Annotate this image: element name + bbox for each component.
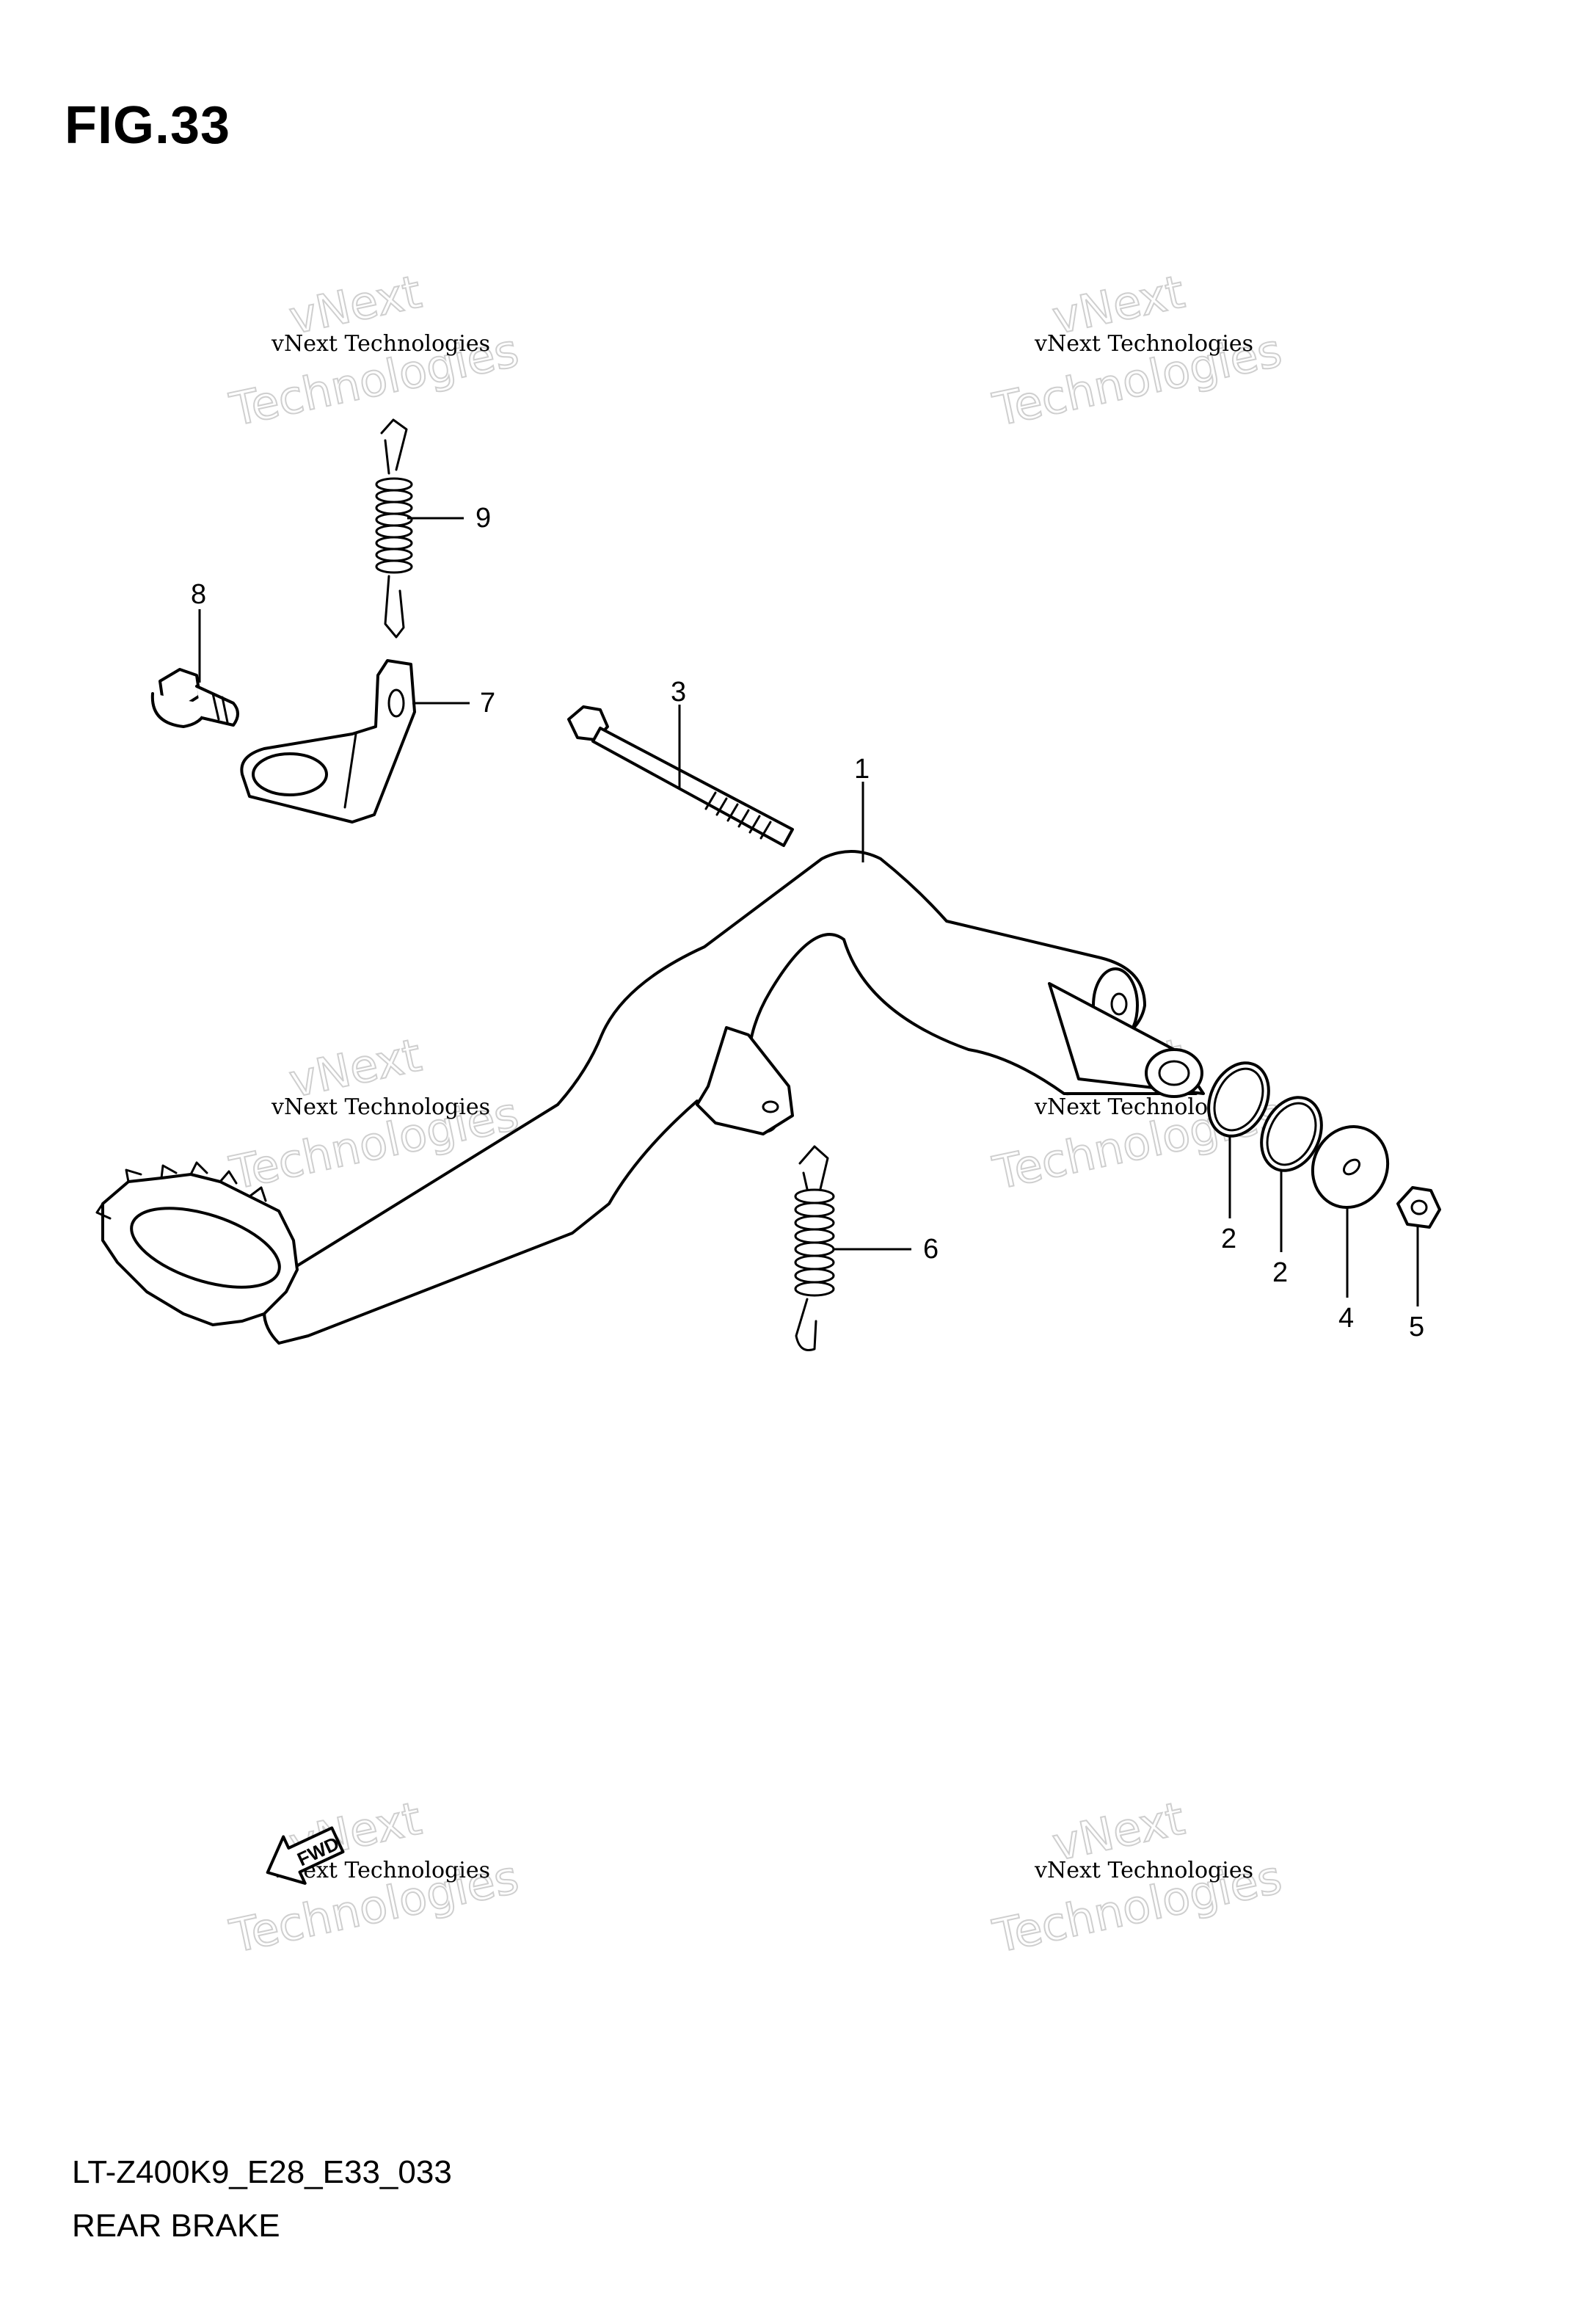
- watermark-bottom-left: Technologies vNext vNext Technologies: [225, 1791, 524, 1964]
- callout-3: 3: [671, 677, 686, 708]
- callout-2-b: 2: [1272, 1257, 1288, 1288]
- o-ring-part-2-a: [1207, 1061, 1270, 1138]
- svg-text:vNext Technologies: vNext Technologies: [1034, 1858, 1253, 1883]
- brake-pedal-part-1: [95, 850, 1205, 1345]
- callout-8: 8: [191, 579, 206, 610]
- callout-1: 1: [854, 754, 870, 785]
- callout-9: 9: [475, 503, 491, 534]
- callout-5: 5: [1409, 1312, 1424, 1342]
- spring-part-6: [794, 1145, 835, 1351]
- watermark-bottom-right: Technologies vNext vNext Technologies: [988, 1791, 1287, 1964]
- watermark-top-left: Technologies vNext vNext Technologies: [225, 264, 524, 437]
- o-ring-part-2-b: [1260, 1096, 1323, 1172]
- callout-7: 7: [480, 688, 495, 719]
- svg-text:vNext Technologies: vNext Technologies: [271, 1094, 490, 1120]
- svg-text:vNext Technologies: vNext Technologies: [271, 331, 490, 357]
- nut-part-5: [1396, 1186, 1441, 1229]
- bolt-part-8: [150, 668, 239, 728]
- washer-part-4: [1311, 1125, 1390, 1209]
- bolt-part-3: [567, 705, 794, 847]
- bracket-part-7: [240, 659, 416, 824]
- watermark-top-right: Technologies vNext vNext Technologies: [988, 264, 1287, 437]
- svg-text:vNext Technologies: vNext Technologies: [1034, 331, 1253, 357]
- figure-title: FIG.33: [65, 96, 231, 155]
- callout-6: 6: [923, 1234, 939, 1265]
- spring-part-9: [375, 418, 413, 639]
- section-title: REAR BRAKE: [72, 2208, 280, 2244]
- leader-lines: [198, 517, 1419, 1306]
- model-code: LT-Z400K9_E28_E33_033: [72, 2154, 452, 2190]
- callout-4: 4: [1338, 1303, 1354, 1334]
- callout-2-a: 2: [1221, 1224, 1236, 1254]
